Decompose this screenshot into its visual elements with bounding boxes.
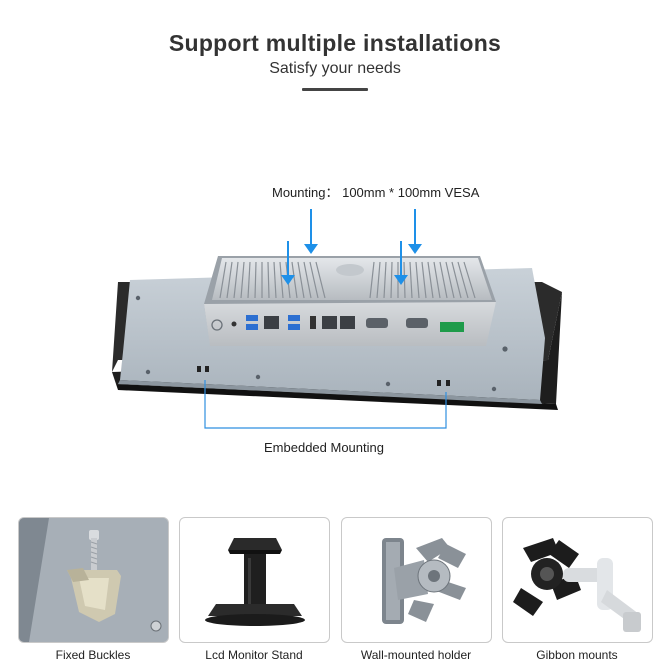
fixed-buckles-image — [18, 517, 169, 643]
wall-mounted-holder-caption: Wall-mounted holder — [360, 648, 472, 662]
lcd-monitor-stand-caption: Lcd Monitor Stand — [205, 648, 303, 662]
embedded-mounting-label: Embedded Mounting — [264, 440, 384, 455]
io-ports — [211, 315, 464, 332]
mounting-label: Mounting： 100mm * 100mm VESA — [272, 185, 480, 200]
gibbon-mounts-image — [502, 517, 653, 643]
embedded-callout-line — [204, 380, 447, 429]
title-underline — [302, 88, 368, 91]
wall-mounted-holder-image — [341, 517, 492, 643]
lcd-monitor-stand-image — [179, 517, 330, 643]
page-subtitle: Satisfy your needs — [269, 60, 401, 77]
fixed-buckles-caption: Fixed Buckles — [55, 648, 131, 662]
gibbon-mounts-caption: Gibbon mounts — [536, 648, 618, 662]
page-title: Support multiple installations — [168, 30, 502, 56]
vesa-arrows — [281, 209, 422, 285]
heatsink — [204, 256, 496, 346]
